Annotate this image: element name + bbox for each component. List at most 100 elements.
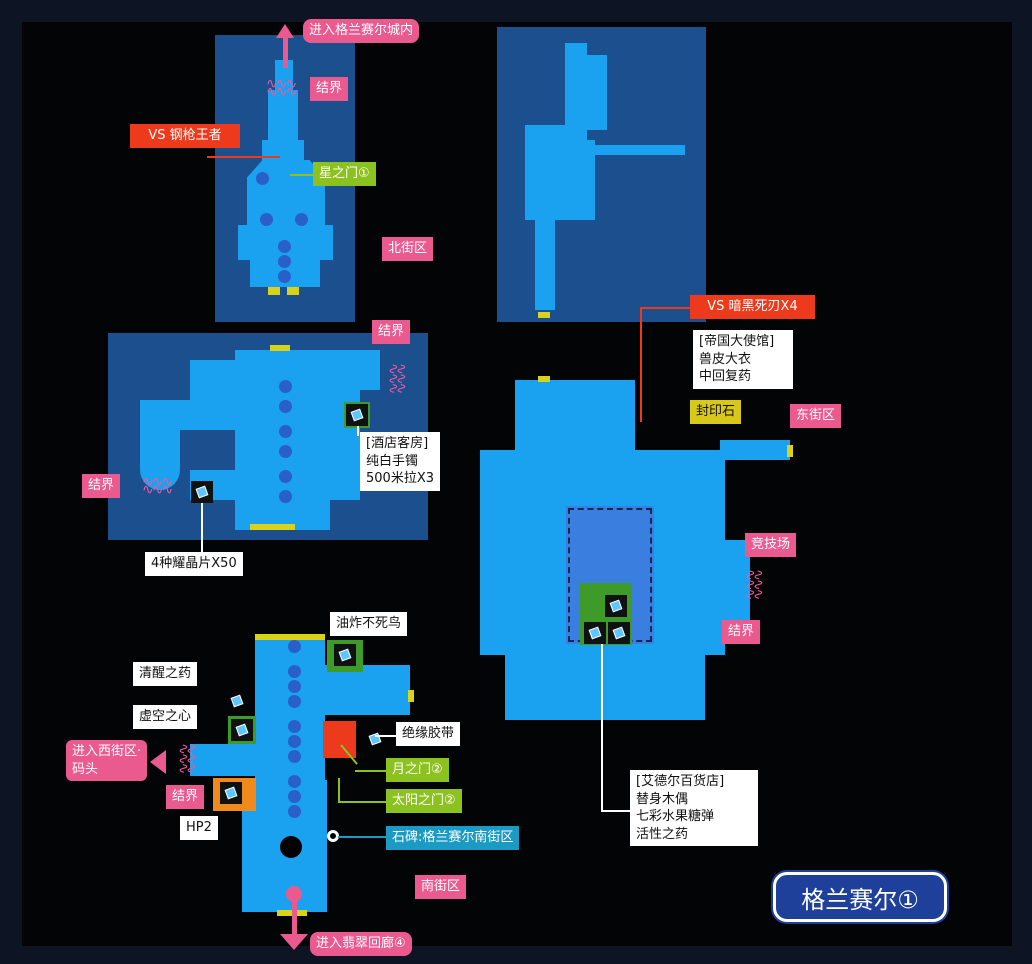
page-title: 格兰赛尔① <box>773 872 947 922</box>
item-label-tape: 绝缘胶带 <box>396 722 461 746</box>
item-label-phoenix: 油炸不死鸟 <box>330 612 408 636</box>
boss-label: VS 暗黑死刃X4 <box>690 295 815 319</box>
north-map-area <box>275 60 293 90</box>
hotel-item: 纯白手镯 <box>366 453 419 469</box>
embassy-item: 中回复药 <box>699 369 752 385</box>
south-map-west-wing <box>190 744 255 776</box>
barrier-label: 结界 <box>372 320 411 344</box>
treasure-chest-icon[interactable] <box>346 404 368 426</box>
pillar <box>278 270 291 283</box>
boss-pointer <box>640 307 692 309</box>
exit-west-line: 进入西街区· <box>72 744 142 759</box>
treasure-chest-icon[interactable] <box>608 622 630 644</box>
store-item: 活性之药 <box>636 826 689 842</box>
exit-marker-dot <box>286 886 302 902</box>
northeast-map-corridor <box>587 55 607 130</box>
treasure-chest-icon[interactable] <box>334 644 356 666</box>
pillar <box>288 680 301 693</box>
exit-west-label[interactable]: 进入西街区· 码头 <box>66 740 148 782</box>
north-map-neck <box>268 90 298 140</box>
north-district-label: 北街区 <box>382 237 434 261</box>
arrow-down-icon <box>280 934 308 950</box>
west-map-hall <box>235 350 330 530</box>
pillar <box>278 240 291 253</box>
gate-pointer <box>338 801 386 803</box>
exit-south-label[interactable]: 进入翡翠回廊④ <box>310 932 412 956</box>
moon-gate-marker <box>323 721 356 758</box>
embassy-info: [帝国大使馆] 兽皮大衣 中回复药 <box>693 330 793 389</box>
chest-pointer <box>601 810 631 812</box>
south-map-east-wing <box>325 665 410 715</box>
northeast-map-hall <box>535 220 555 310</box>
treasure-chest-icon[interactable] <box>191 481 213 503</box>
south-map-upper <box>255 636 325 786</box>
hotel-title: [酒店客房] <box>366 436 429 451</box>
seal-stone-label: 封印石 <box>690 400 742 424</box>
moon-gate-label: 月之门② <box>386 758 449 782</box>
boss-pointer <box>640 307 642 422</box>
boss-label: VS 钢枪王者 <box>130 124 240 148</box>
chest-pointer <box>375 735 397 737</box>
pillar <box>288 750 301 763</box>
chest-pointer <box>201 503 203 553</box>
item-label-hp: HP2 <box>180 816 218 840</box>
sun-gate-label: 太阳之门② <box>386 789 462 813</box>
pillar <box>279 490 292 503</box>
monument-icon[interactable] <box>327 830 339 842</box>
hotel-item: 500米拉X3 <box>366 471 434 487</box>
pillar <box>279 425 292 438</box>
treasure-chest-icon[interactable] <box>220 782 242 804</box>
item-label-awake: 清醒之药 <box>133 662 198 686</box>
exit-castle-label[interactable]: 进入格兰赛尔城内 <box>303 19 420 43</box>
east-district-label: 东街区 <box>790 404 842 428</box>
east-map-corridor <box>720 440 790 460</box>
east-map-bottom <box>505 650 705 720</box>
east-inner-court <box>560 500 660 650</box>
barrier-wave-icon: ∿∿∿∿∿∿ <box>266 76 297 100</box>
monument-label: 石碑:格兰赛尔南街区 <box>386 826 520 850</box>
chest-pointer <box>601 644 603 812</box>
northeast-map-room <box>570 140 595 220</box>
exit-west-line: 码头 <box>72 761 99 777</box>
barrier-wave-icon: ∿∿∿∿∿∿ <box>385 363 409 393</box>
fountain <box>280 836 302 858</box>
pillar <box>260 213 273 226</box>
gate-pointer <box>290 174 314 176</box>
northeast-map-hall <box>595 145 685 155</box>
arrow-up-icon <box>276 24 294 38</box>
south-district-label: 南街区 <box>415 875 467 899</box>
west-map-room <box>140 430 180 490</box>
arena-label[interactable]: 竞技场 <box>745 533 797 557</box>
treasure-chest-icon[interactable] <box>226 690 248 712</box>
west-map-room <box>190 360 235 410</box>
embassy-title: [帝国大使馆] <box>699 334 775 349</box>
store-item: 替身木偶 <box>636 791 689 807</box>
north-exit-marker <box>268 287 280 295</box>
hotel-room-info: [酒店客房] 纯白手镯 500米拉X3 <box>360 432 440 491</box>
treasure-chest-icon[interactable] <box>231 719 253 741</box>
pillar <box>279 400 292 413</box>
pillar <box>288 695 301 708</box>
pillar <box>279 380 292 393</box>
item-label-void: 虚空之心 <box>133 705 198 729</box>
northeast-map-room <box>525 125 570 220</box>
exit-marker <box>250 524 295 530</box>
chest-item-label: 4种耀晶片X50 <box>145 552 243 576</box>
east-map-top <box>515 380 635 450</box>
exit-marker <box>255 634 325 640</box>
pillar <box>288 775 301 788</box>
treasure-chest-icon[interactable] <box>605 595 627 617</box>
chest-pointer <box>357 426 359 436</box>
treasure-chest-icon[interactable] <box>584 622 606 644</box>
west-map-room <box>325 350 380 390</box>
exit-marker <box>270 345 290 351</box>
pillar <box>288 720 301 733</box>
star-gate-label: 星之门① <box>313 162 376 186</box>
treasure-chest-icon[interactable] <box>364 728 386 750</box>
exit-marker <box>538 312 550 318</box>
pillar <box>288 665 301 678</box>
pillar <box>295 213 308 226</box>
exit-arrow-shaft <box>283 38 288 68</box>
north-exit-marker <box>287 287 299 295</box>
northeast-map-corridor <box>565 43 587 143</box>
